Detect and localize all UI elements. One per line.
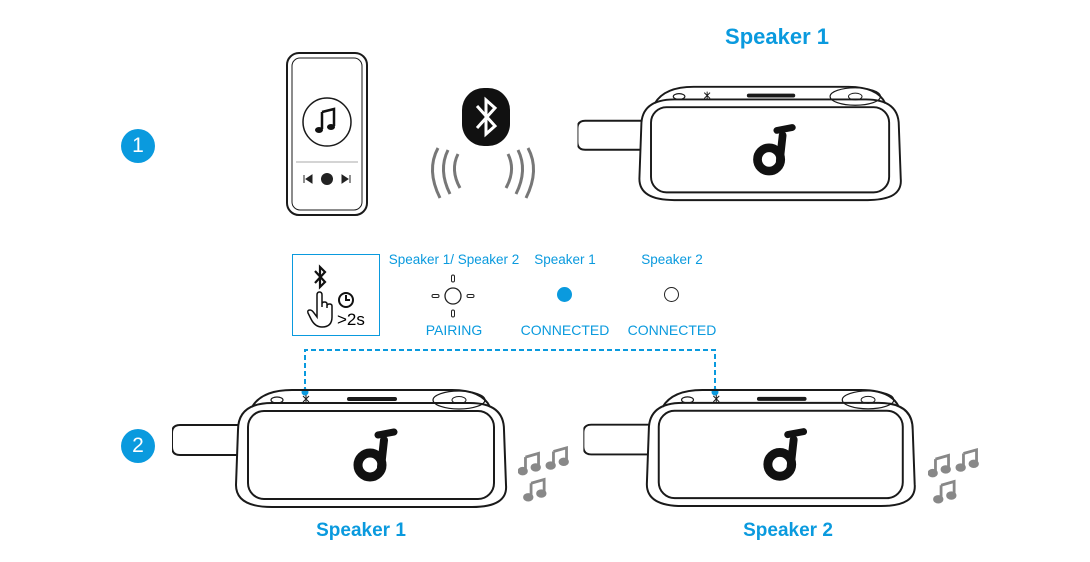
clock-icon [338,292,354,308]
bluetooth-icon [314,264,327,290]
speaker-1-bottom-illustration [172,385,512,510]
bottom-speaker2-title: Speaker 2 [743,520,833,541]
led-speaker1-label: Speaker 1 [534,252,596,267]
bluetooth-icon [462,88,510,146]
top-speaker-title: Speaker 1 [725,24,829,49]
step-2-badge: 2 [121,429,155,463]
bottom-speaker1-title: Speaker 1 [316,520,406,541]
step-1-badge: 1 [121,129,155,163]
led-connected-state-2: CONNECTED [627,322,717,338]
music-note-icon [315,107,336,133]
led-solid-white-icon [664,287,679,302]
music-notes-icon [518,440,574,506]
signal-waves-icon [431,147,535,199]
led-pairing-speaker: Speaker 1/ Speaker 2 [388,252,520,267]
music-notes-icon [928,442,984,508]
hand-press-icon [307,291,333,328]
led-pairing-state: PAIRING [425,322,483,338]
duration-text: >2s [337,310,365,329]
phone-illustration [286,52,368,216]
press-hold-bluetooth-instruction: >2s [292,254,380,336]
led-speaker2-label: Speaker 2 [641,252,703,267]
speaker-2-bottom-illustration [583,385,921,509]
led-solid-blue-icon [557,287,572,302]
led-blinking-icon [431,274,475,318]
led-connected-state-1: CONNECTED [520,322,610,338]
